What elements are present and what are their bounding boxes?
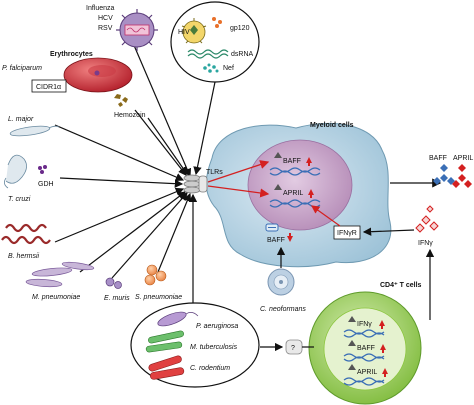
april-tcell-up-arrow-icon bbox=[382, 368, 388, 377]
label-baff-myeloid: BAFF bbox=[283, 158, 301, 165]
label-april-myeloid: APRIL bbox=[283, 190, 303, 197]
label-hemozoin: Hemozoin bbox=[114, 112, 146, 119]
ifng-up-arrow-icon bbox=[379, 320, 385, 329]
april-gene-tcell bbox=[343, 364, 385, 386]
label-dsrna: dsRNA bbox=[231, 51, 254, 58]
ifngr-box bbox=[333, 225, 361, 240]
label-rsv: RSV bbox=[98, 25, 113, 32]
label-unknown: ? bbox=[291, 345, 295, 352]
arrow-b-hermsii bbox=[54, 187, 185, 243]
baff-protein-icon bbox=[433, 164, 455, 185]
gdh-icon bbox=[38, 165, 47, 174]
label-baff-down: BAFF bbox=[267, 237, 285, 244]
arrow-l-major bbox=[54, 124, 185, 182]
ifng-icon bbox=[415, 205, 439, 233]
label-c-neoformans: C. neoformans bbox=[260, 306, 306, 313]
arrow-gdh bbox=[59, 177, 184, 188]
label-b-hermsii: B. hermsii bbox=[8, 253, 40, 260]
label-ifng-tcell: IFNγ bbox=[357, 321, 372, 328]
april-gene-myeloid bbox=[269, 184, 321, 208]
label-ifng: IFNγ bbox=[418, 240, 433, 247]
t-cruzi-icon bbox=[4, 154, 27, 189]
label-tlrs: TLRs bbox=[206, 169, 223, 176]
virus-influenza bbox=[116, 9, 158, 51]
label-influenza: Influenza bbox=[86, 5, 115, 12]
baff-tcell-up-arrow-icon bbox=[380, 344, 386, 353]
baff-gene-tcell bbox=[343, 340, 385, 362]
cidr-box bbox=[31, 79, 67, 93]
arrow-hiv bbox=[193, 81, 216, 176]
label-gdh: GDH bbox=[38, 181, 54, 188]
bacteria-box bbox=[130, 302, 260, 388]
label-m-pneumoniae: M. pneumoniae bbox=[32, 294, 80, 301]
label-output-baff: BAFF bbox=[429, 155, 447, 162]
erythrocyte-icon bbox=[63, 57, 133, 93]
b-hermsii-icon bbox=[1, 223, 51, 245]
baff-gene-myeloid bbox=[269, 152, 321, 176]
m-pneumoniae-icon bbox=[25, 261, 95, 288]
arrow-erythrocyte bbox=[134, 109, 187, 176]
label-t-cruzi: T. cruzi bbox=[8, 196, 31, 203]
label-april-tcell: APRIL bbox=[357, 369, 377, 376]
baff-receptor-icon bbox=[265, 223, 279, 232]
baff-down-arrow-icon bbox=[287, 233, 293, 242]
myeloid-nucleus bbox=[247, 139, 353, 231]
e-muris-icon bbox=[105, 277, 122, 289]
baff-up-arrow-icon bbox=[306, 157, 312, 166]
label-m-tuberculosis: M. tuberculosis bbox=[190, 344, 238, 351]
label-baff-tcell: BAFF bbox=[357, 345, 375, 352]
arrow-s-pneumoniae bbox=[157, 192, 192, 273]
label-cd4-t-cells: CD4⁺ T cells bbox=[380, 282, 422, 289]
arrow-influenza bbox=[132, 42, 192, 178]
hemozoin-icon bbox=[114, 94, 128, 107]
label-ifngr: IFNγR bbox=[337, 230, 357, 237]
label-e-muris: E. muris bbox=[104, 295, 130, 302]
label-myeloid-cells: Myeloid cells bbox=[310, 122, 354, 129]
label-nef: Nef bbox=[223, 65, 234, 72]
label-l-major: L. major bbox=[8, 116, 34, 123]
label-s-pneumoniae: S. pneumoniae bbox=[135, 294, 182, 301]
l-major-icon bbox=[9, 125, 60, 137]
arrow-ifng-ifngr bbox=[362, 227, 415, 236]
label-hiv: HIV bbox=[178, 29, 190, 36]
label-hcv: HCV bbox=[98, 15, 113, 22]
tlr-receptor-icon bbox=[183, 174, 208, 194]
arrow-tlr-baff bbox=[207, 160, 270, 183]
label-c-rodentium: C. rodentium bbox=[190, 365, 230, 372]
label-p-aeruginosa: P. aeruginosa bbox=[196, 323, 238, 330]
ifng-gene-tcell bbox=[343, 316, 385, 338]
s-pneumoniae-icon bbox=[144, 264, 167, 286]
converging-arrows bbox=[54, 42, 216, 305]
april-protein-icon bbox=[452, 164, 472, 188]
label-p-falciparum: P. falciparum bbox=[2, 65, 42, 72]
c-rodentium-icon bbox=[148, 355, 182, 372]
c-neoformans-icon bbox=[267, 268, 295, 296]
arrow-m-pneumoniae bbox=[79, 191, 186, 273]
arrow-ifngr-april bbox=[311, 205, 341, 227]
m-tuberculosis-icon bbox=[148, 330, 184, 344]
arrow-tlr-april bbox=[207, 185, 270, 198]
arrow-e-muris bbox=[111, 192, 188, 279]
label-gp120: gp120 bbox=[230, 25, 250, 32]
label-erythrocytes: Erythrocytes bbox=[50, 51, 93, 58]
arrow-hemozoin bbox=[147, 117, 188, 175]
label-output-april: APRIL bbox=[453, 155, 473, 162]
label-cidr: CIDR1α bbox=[36, 84, 61, 91]
april-up-arrow-icon bbox=[308, 189, 314, 198]
hiv-box bbox=[170, 1, 260, 83]
